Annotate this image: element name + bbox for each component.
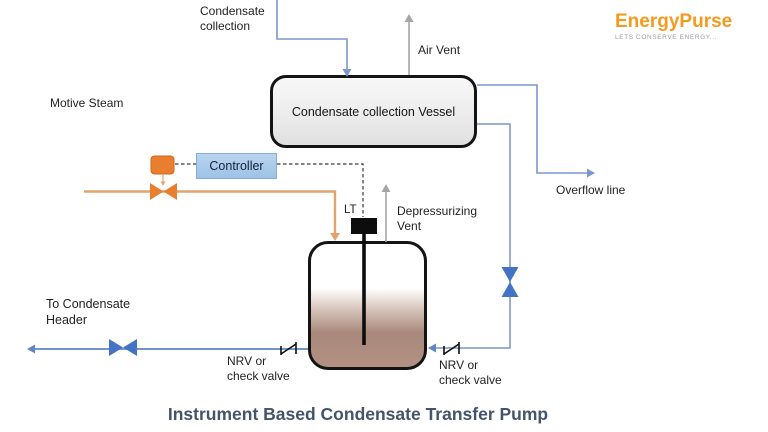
depressurizing-vent-line xyxy=(381,184,391,242)
discharge-line xyxy=(27,344,308,354)
arrow-left-icon xyxy=(27,344,35,354)
discharge-valve-icon xyxy=(109,339,137,356)
overflow-line xyxy=(477,84,595,178)
overflow-line-label: Overflow line xyxy=(556,183,626,197)
air-vent-label: Air Vent xyxy=(418,43,461,57)
condensate-feed-line xyxy=(276,0,352,77)
logo-tagline-text: LETS CONSERVE ENERGY... xyxy=(615,33,718,41)
logo-brand-text: EnergyPurse xyxy=(615,11,733,32)
energypurse-logo: EnergyPurse LETS CONSERVE ENERGY... xyxy=(615,11,733,41)
check-valve-right-label: NRV or check valve xyxy=(439,358,502,387)
condensate-collection-vessel: Condensate collection Vessel xyxy=(270,75,477,148)
depressurizing-vent-label: Depressurizing Vent xyxy=(397,204,478,233)
motive-steam-line xyxy=(84,190,340,241)
arrow-up-icon xyxy=(404,14,414,22)
arrow-right-icon xyxy=(587,168,595,178)
level-transmitter-label: LT xyxy=(344,204,357,216)
motive-steam-control-valve-icon xyxy=(150,155,177,200)
condensate-collection-label: Condensate collection xyxy=(200,4,265,33)
controller-box: Controller xyxy=(196,153,277,179)
page-title: Instrument Based Condensate Transfer Pum… xyxy=(167,404,549,424)
arrow-left-icon xyxy=(428,343,436,353)
to-condensate-header-label: To Condensate Header xyxy=(46,297,131,327)
arrow-up-icon xyxy=(381,184,391,192)
check-valve-left-label: NRV or check valve xyxy=(227,354,290,383)
valve-actuator-icon xyxy=(150,155,175,175)
vessel-label: Condensate collection Vessel xyxy=(291,104,456,119)
controller-label: Controller xyxy=(209,159,264,173)
isolation-valve-vertical-icon xyxy=(501,267,519,297)
motive-steam-label: Motive Steam xyxy=(50,96,124,110)
arrow-down-icon xyxy=(330,233,340,241)
vessel-outlet-line xyxy=(428,123,511,353)
air-vent-line xyxy=(404,14,414,75)
pump-tank xyxy=(308,241,427,370)
check-valve-right-icon xyxy=(443,342,460,355)
